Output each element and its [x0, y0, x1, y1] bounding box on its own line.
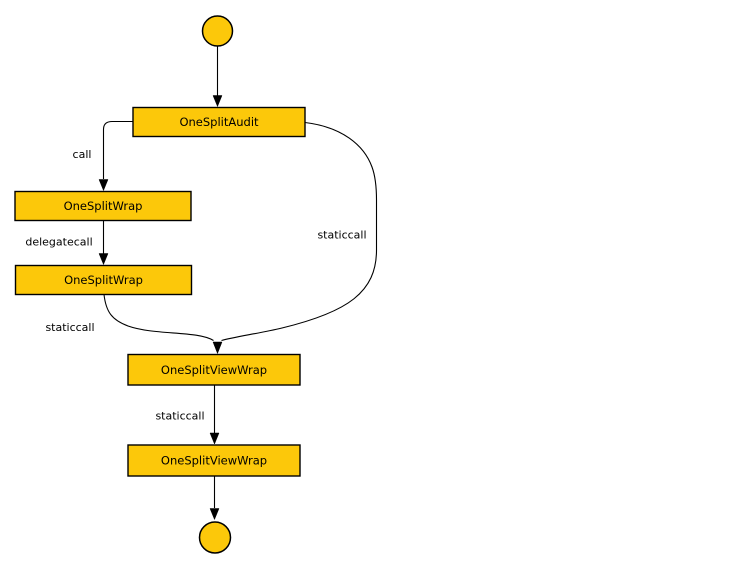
edge-audit-to-view1-staticcall — [221, 121, 378, 342]
edge-label-staticcall-mid: staticcall — [155, 410, 204, 423]
end-node-circle — [198, 521, 232, 554]
arrowhead-into-wrap2 — [98, 253, 109, 266]
node-label-onesplitwrap-1: OneSplitWrap — [64, 199, 143, 213]
arrowhead-into-view1 — [212, 341, 223, 355]
edge-wrap2-to-view1-staticcall — [103, 294, 214, 341]
start-node-circle — [201, 15, 234, 47]
arrowhead-into-end — [209, 508, 220, 521]
arrowhead-into-audit — [212, 95, 223, 108]
edge-audit-to-wrap1-call — [102, 120, 133, 179]
edge-label-delegatecall: delegatecall — [25, 236, 92, 249]
node-onesplitviewwrap-1 — [127, 353, 301, 386]
arrowhead-into-wrap1 — [98, 179, 109, 192]
edge-label-call: call — [73, 148, 92, 161]
edge-label-staticcall-left: staticcall — [45, 321, 94, 334]
node-label-onesplitaudit: OneSplitAudit — [179, 115, 259, 129]
node-onesplitaudit — [132, 106, 306, 138]
node-onesplitwrap-1 — [14, 190, 192, 222]
node-label-onesplitviewwrap-1: OneSplitViewWrap — [161, 363, 267, 377]
edge-label-staticcall-right: staticcall — [317, 229, 366, 242]
node-label-onesplitviewwrap-2: OneSplitViewWrap — [161, 454, 267, 468]
node-onesplitwrap-2 — [14, 264, 193, 296]
node-label-onesplitwrap-2: OneSplitWrap — [64, 273, 143, 287]
arrowhead-into-view2 — [209, 432, 220, 445]
node-onesplitviewwrap-2 — [127, 444, 301, 477]
